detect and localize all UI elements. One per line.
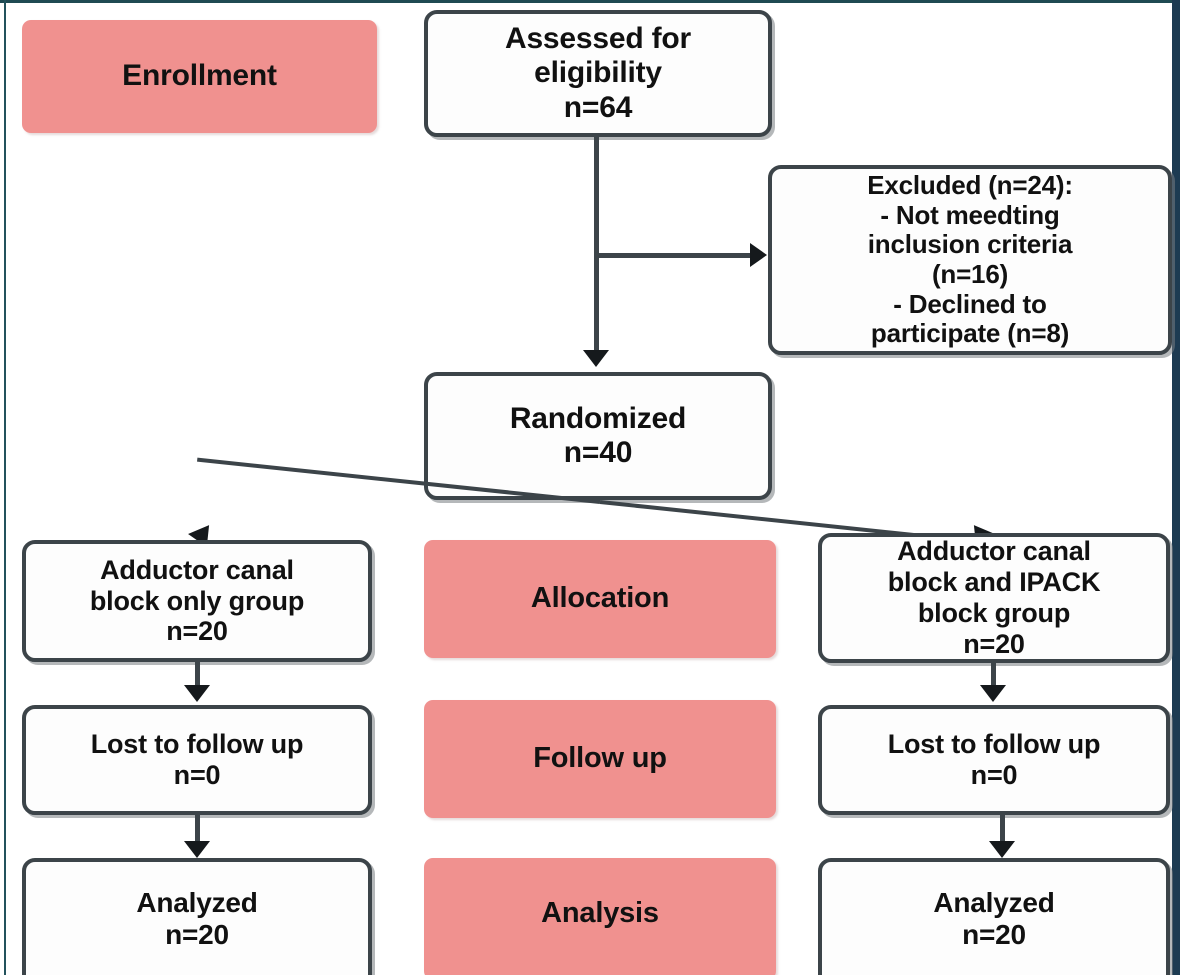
stage-label-analysis-text: Analysis (541, 897, 659, 930)
stage-label-enrollment-text: Enrollment (122, 59, 277, 93)
connector-assessed-to-randomized-arrowhead (583, 350, 609, 367)
page-frame-left-rule (4, 0, 6, 975)
stage-label-follow-up-text: Follow up (533, 742, 667, 775)
node-randomized-text: Randomized n=40 (509, 401, 687, 469)
node-analyzed-right-text: Analyzed n=20 (933, 887, 1055, 950)
connector-right-alloc-to-lost-arrowhead (980, 685, 1006, 702)
connector-left-lost-to-analyzed-line (195, 815, 200, 845)
stage-label-analysis: Analysis (424, 858, 776, 975)
connector-right-lost-to-analyzed-arrowhead (989, 841, 1015, 858)
page-frame-right-rule (1172, 0, 1180, 975)
node-analyzed-right: Analyzed n=20 (818, 858, 1170, 975)
stage-label-enrollment: Enrollment (22, 20, 377, 133)
connector-to-excluded-line (594, 253, 754, 258)
node-lost-to-follow-up-left-text: Lost to follow up n=0 (90, 729, 304, 790)
connector-right-alloc-to-lost-line (991, 663, 996, 689)
stage-label-follow-up: Follow up (424, 700, 776, 818)
node-excluded: Excluded (n=24): - Not meedting inclusio… (768, 165, 1172, 355)
node-analyzed-left: Analyzed n=20 (22, 858, 372, 975)
connector-to-excluded-arrowhead (750, 243, 767, 267)
node-lost-to-follow-up-right: Lost to follow up n=0 (818, 705, 1170, 815)
node-allocation-left-group: Adductor canal block only group n=20 (22, 540, 372, 662)
stage-label-allocation: Allocation (424, 540, 776, 658)
node-excluded-text: Excluded (n=24): - Not meedting inclusio… (867, 170, 1073, 349)
connector-left-alloc-to-lost-arrowhead (184, 685, 210, 702)
node-allocation-right-group: Adductor canal block and IPACK block gro… (818, 533, 1170, 663)
node-randomized: Randomized n=40 (424, 372, 772, 500)
connector-assessed-to-randomized-line (594, 137, 599, 353)
node-allocation-right-group-text: Adductor canal block and IPACK block gro… (887, 536, 1101, 659)
stage-label-allocation-text: Allocation (530, 582, 670, 615)
node-lost-to-follow-up-left: Lost to follow up n=0 (22, 705, 372, 815)
page-frame-top-rule (0, 0, 1180, 3)
node-assessed-for-eligibility: Assessed for eligibility n=64 (424, 10, 772, 137)
node-analyzed-left-text: Analyzed n=20 (136, 887, 258, 950)
node-assessed-for-eligibility-text: Assessed for eligibility n=64 (504, 22, 692, 124)
node-allocation-left-group-text: Adductor canal block only group n=20 (89, 554, 305, 647)
connector-right-lost-to-analyzed-line (1000, 815, 1005, 845)
connector-left-lost-to-analyzed-arrowhead (184, 841, 210, 858)
node-lost-to-follow-up-right-text: Lost to follow up n=0 (887, 729, 1101, 790)
connector-left-alloc-to-lost-line (195, 662, 200, 689)
